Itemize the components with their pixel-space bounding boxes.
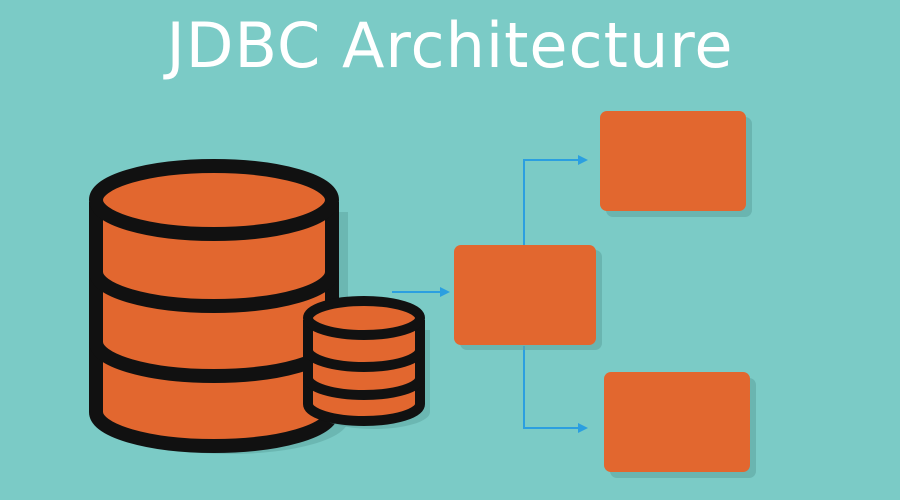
small-database-icon bbox=[303, 296, 430, 429]
arrow-center-to-bottom bbox=[523, 346, 588, 433]
top-right-box bbox=[600, 111, 752, 217]
connector-arrows bbox=[392, 155, 588, 433]
diagram-title: JDBC Architecture bbox=[166, 9, 734, 82]
center-box bbox=[454, 245, 602, 350]
large-database-icon bbox=[89, 159, 348, 454]
arrow-center-to-top bbox=[523, 155, 588, 246]
bottom-right-box bbox=[604, 372, 756, 478]
